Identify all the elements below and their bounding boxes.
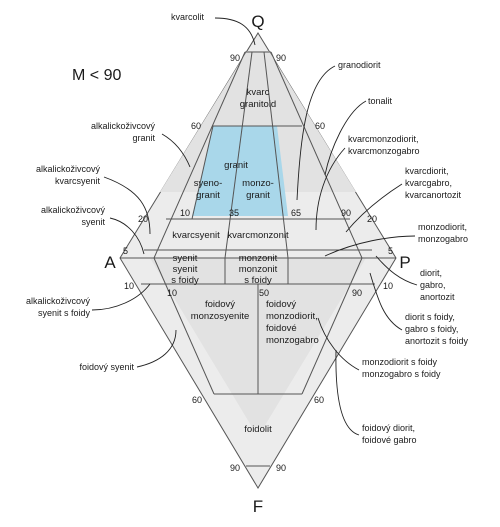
annotation-monzodiorit-s-foidy: monzogabro s foidy: [362, 369, 441, 379]
annotation-alk-syenit: syenit: [81, 217, 105, 227]
corner-p-label: P: [399, 253, 410, 272]
tick-label: 65: [291, 208, 301, 218]
annotation-alk-syenit-s-foidy: syenit s foidy: [38, 308, 91, 318]
annotation-diorit-s-foidy: anortozit s foidy: [405, 336, 469, 346]
leader-lines: [91, 17, 418, 436]
tick-label: 5: [123, 246, 128, 256]
annotation-alk-granit: alkalickoživcový: [91, 121, 156, 131]
annotation-alk-kvarcsyenit: alkalickoživcový: [36, 164, 101, 174]
field-label-syenit: syenit: [173, 253, 198, 264]
annotation-monzodiorit-s-foidy: monzodiorit s foidy: [362, 357, 438, 367]
annotation-tonalit: tonalit: [368, 96, 393, 106]
annotation-kvarcdiorit: kvarcdiorit,: [405, 166, 449, 176]
annotation-kvarcdiorit: kvarcanortozit: [405, 190, 462, 200]
tick-labels: 90 90 60 60 20 20 5 5 10 10 60 60 90 90 …: [123, 53, 393, 473]
field-labels: kvarc granitoid granit syeno- granit mon…: [171, 87, 319, 435]
annotation-diorit: diorit,: [420, 268, 442, 278]
annotation-diorit: anortozit: [420, 292, 455, 302]
field-label-foidovy-monzodiorit: monzodiorit,: [266, 311, 318, 322]
annotation-kvarcdiorit: kvarcgabro,: [405, 178, 452, 188]
field-label-foidovy-monzosyenite: foidový: [205, 299, 235, 310]
field-label-kvarcgranitoid: granitoid: [240, 99, 276, 110]
tick-label: 10: [167, 288, 177, 298]
tick-label: 20: [138, 214, 148, 224]
tick-label: 60: [315, 121, 325, 131]
field-label-foidovy-monzodiorit: monzogabro: [266, 335, 319, 346]
field-label-monzonit-s-foidy: s foidy: [244, 275, 272, 286]
corner-a-label: A: [104, 253, 116, 272]
corner-f-label: F: [253, 497, 263, 516]
tick-label: 5: [388, 246, 393, 256]
tick-label: 90: [230, 463, 240, 473]
tick-label: 90: [276, 463, 286, 473]
tick-label: 35: [229, 208, 239, 218]
annotations: kvarcolit granodiorit tonalit alkalickož…: [26, 12, 469, 445]
field-label-foidovy-monzodiorit: foidový: [266, 299, 296, 310]
tick-label: 90: [341, 208, 351, 218]
diagram-lines: [120, 51, 396, 467]
tick-label: 90: [352, 288, 362, 298]
field-label-kvarcsyenit: kvarcsyenit: [172, 230, 220, 241]
tick-label: 90: [276, 53, 286, 63]
annotation-foidovy-diorit: foidový diorit,: [362, 423, 415, 433]
annotation-diorit-s-foidy: diorit s foidy,: [405, 312, 455, 322]
annotation-foidovy-diorit: foidové gabro: [362, 435, 417, 445]
annotation-diorit-s-foidy: gabro s foidy,: [405, 324, 458, 334]
tick-label: 20: [367, 214, 377, 224]
tick-label: 10: [383, 281, 393, 291]
annotation-granodiorit: granodiorit: [338, 60, 381, 70]
condition-label: M < 90: [72, 67, 121, 84]
tick-label: 10: [124, 281, 134, 291]
field-label-kvarcgranitoid: kvarc: [247, 87, 270, 98]
annotation-monzodiorit: monzogabro: [418, 234, 468, 244]
annotation-alk-kvarcsyenit: kvarcsyenit: [55, 176, 101, 186]
annotation-alk-syenit: alkalickoživcový: [41, 205, 106, 215]
annotation-alk-granit: granit: [132, 133, 155, 143]
tick-label: 90: [230, 53, 240, 63]
field-label-monzogranit: monzo-: [242, 178, 274, 189]
field-label-monzonit: monzonit: [239, 253, 278, 264]
field-label-syenit-s-foidy: s foidy: [171, 275, 199, 286]
field-label-monzogranit: granit: [246, 190, 270, 201]
tick-label: 60: [192, 395, 202, 405]
annotation-kvarcolit: kvarcolit: [171, 12, 205, 22]
granit-field: [192, 126, 288, 216]
field-label-granit: granit: [224, 160, 248, 171]
field-label-kvarcmonzonit: kvarcmonzonit: [227, 230, 289, 241]
annotation-foidovy-syenit: foidový syenit: [79, 362, 134, 372]
corner-q-label: Q: [251, 12, 264, 31]
tick-label: 60: [314, 395, 324, 405]
tick-label: 10: [180, 208, 190, 218]
annotation-kvarcmonzodiorit: kvarcmonzogabro: [348, 146, 420, 156]
annotation-kvarcmonzodiorit: kvarcmonzodiorit,: [348, 134, 419, 144]
annotation-alk-syenit-s-foidy: alkalickoživcový: [26, 296, 91, 306]
tick-label: 60: [191, 121, 201, 131]
field-label-syenogranit: syeno-: [194, 178, 223, 189]
tick-label: 50: [259, 288, 269, 298]
field-label-foidovy-monzodiorit: foidové: [266, 323, 297, 334]
field-label-monzonit-s-foidy: monzonit: [239, 264, 278, 275]
annotation-monzodiorit: monzodiorit,: [418, 222, 467, 232]
field-label-foidovy-monzosyenite: monzosyenite: [191, 311, 250, 322]
field-label-foidolit: foidolit: [244, 424, 272, 435]
field-label-syenit-s-foidy: syenit: [173, 264, 198, 275]
field-label-syenogranit: granit: [196, 190, 220, 201]
annotation-diorit: gabro,: [420, 280, 446, 290]
